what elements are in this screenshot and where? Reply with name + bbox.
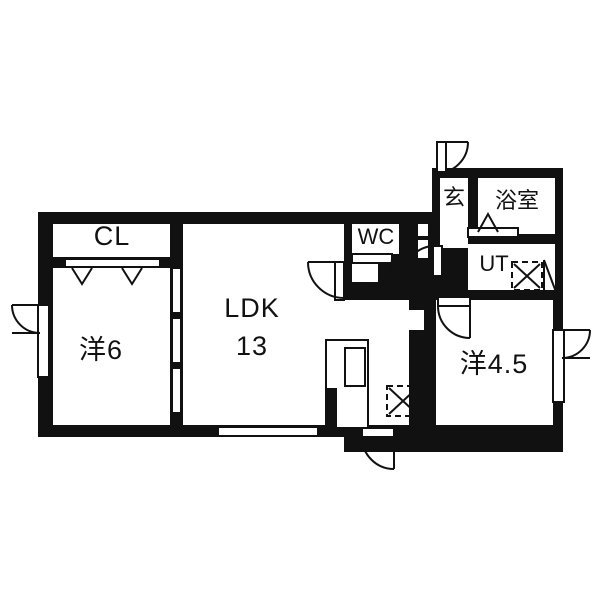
- western45-window-pane: [552, 329, 565, 403]
- door-bath[interactable]: [467, 211, 519, 238]
- room-closet: [53, 224, 170, 257]
- sliding-door-western6[interactable]: [171, 267, 182, 414]
- room-western-6: [53, 268, 170, 425]
- door-western45[interactable]: [437, 296, 471, 339]
- western45-door-arc: [437, 305, 471, 339]
- ldk-hall-door-arc: [307, 261, 345, 299]
- label-western-6: 洋6: [79, 335, 123, 365]
- storage-cross-icon: [388, 387, 418, 415]
- ldk-exit-door-arc: [361, 436, 395, 470]
- ldk-bedroom-partition: [424, 300, 436, 437]
- washer-space-ut: [511, 259, 557, 293]
- genkan-landing: [440, 222, 468, 248]
- genkan-bath-partition: [468, 168, 478, 244]
- wc-left-wall: [344, 212, 352, 290]
- ut-lower-wall: [468, 290, 563, 300]
- closet-rod-group: [64, 258, 161, 286]
- wc-door-leaf[interactable]: [351, 253, 393, 264]
- label-wc: WC: [358, 224, 395, 249]
- ldk-exit-door-leaf[interactable]: [361, 427, 395, 438]
- room-western-45: [436, 300, 553, 425]
- label-bath: 浴室: [495, 188, 539, 213]
- label-western-45: 洋4.5: [460, 349, 529, 379]
- closet-rod: [64, 258, 161, 268]
- door-ldk-bottom-right[interactable]: [361, 427, 395, 470]
- room-ldk: [183, 224, 344, 425]
- kitchen-sink: [344, 347, 366, 387]
- sliding-panel-3[interactable]: [171, 367, 182, 414]
- door-entrance[interactable]: [436, 141, 469, 174]
- ldk-window-pane: [217, 426, 319, 437]
- entrance-door-leaf[interactable]: [436, 141, 447, 173]
- ldk-ext-top-wall: [409, 300, 436, 310]
- closet-hanger-left-icon: [71, 267, 93, 286]
- washer-outline-icon: [511, 261, 543, 291]
- closet-hanger-right-icon: [121, 267, 143, 286]
- washer-side-marks-icon: [543, 259, 557, 293]
- window-ldk-bottom: [217, 426, 319, 437]
- room-genkan: [440, 178, 468, 222]
- label-ldk-size: 13: [236, 331, 268, 361]
- label-genkan: 玄: [443, 185, 465, 210]
- washer-cross-icon: [513, 263, 541, 289]
- hall-bottom-wall: [344, 288, 439, 300]
- label-ldk: LDK: [224, 293, 280, 323]
- label-ut: UT: [479, 251, 508, 276]
- room-bath: [478, 178, 555, 234]
- kitchen-stove-block: [326, 388, 337, 428]
- window-western45-right: [552, 329, 591, 403]
- label-closet: CL: [94, 221, 131, 251]
- ldk-hall-door-leaf[interactable]: [334, 261, 345, 301]
- wc-vent-slot-upper: [418, 224, 428, 236]
- storage-outline-icon: [386, 385, 420, 417]
- genkan-left-wall: [432, 168, 440, 300]
- wc-right-wall: [399, 212, 418, 258]
- bath-door-mark-icon: [477, 211, 499, 233]
- window-western6-left: [11, 304, 50, 378]
- storage-space-ldk: [386, 385, 420, 417]
- sliding-panel-1[interactable]: [171, 267, 182, 314]
- door-ldk-hall[interactable]: [307, 261, 345, 301]
- western45-door-leaf[interactable]: [437, 296, 471, 307]
- genkan-hall-door-arc: [402, 245, 434, 278]
- genkan-hall-door-leaf[interactable]: [432, 245, 443, 277]
- wc-bottom-wall: [352, 282, 432, 290]
- sliding-panel-2[interactable]: [171, 317, 182, 364]
- room-wc: [352, 224, 399, 254]
- door-wc[interactable]: [351, 253, 393, 289]
- window-pane: [37, 304, 50, 378]
- kitchen-counter-group: [325, 339, 369, 429]
- door-genkan-hall[interactable]: [402, 245, 443, 278]
- bath-ut-partition: [468, 234, 555, 244]
- entrance-door-arc: [436, 141, 469, 174]
- bath-door-leaf[interactable]: [467, 227, 519, 238]
